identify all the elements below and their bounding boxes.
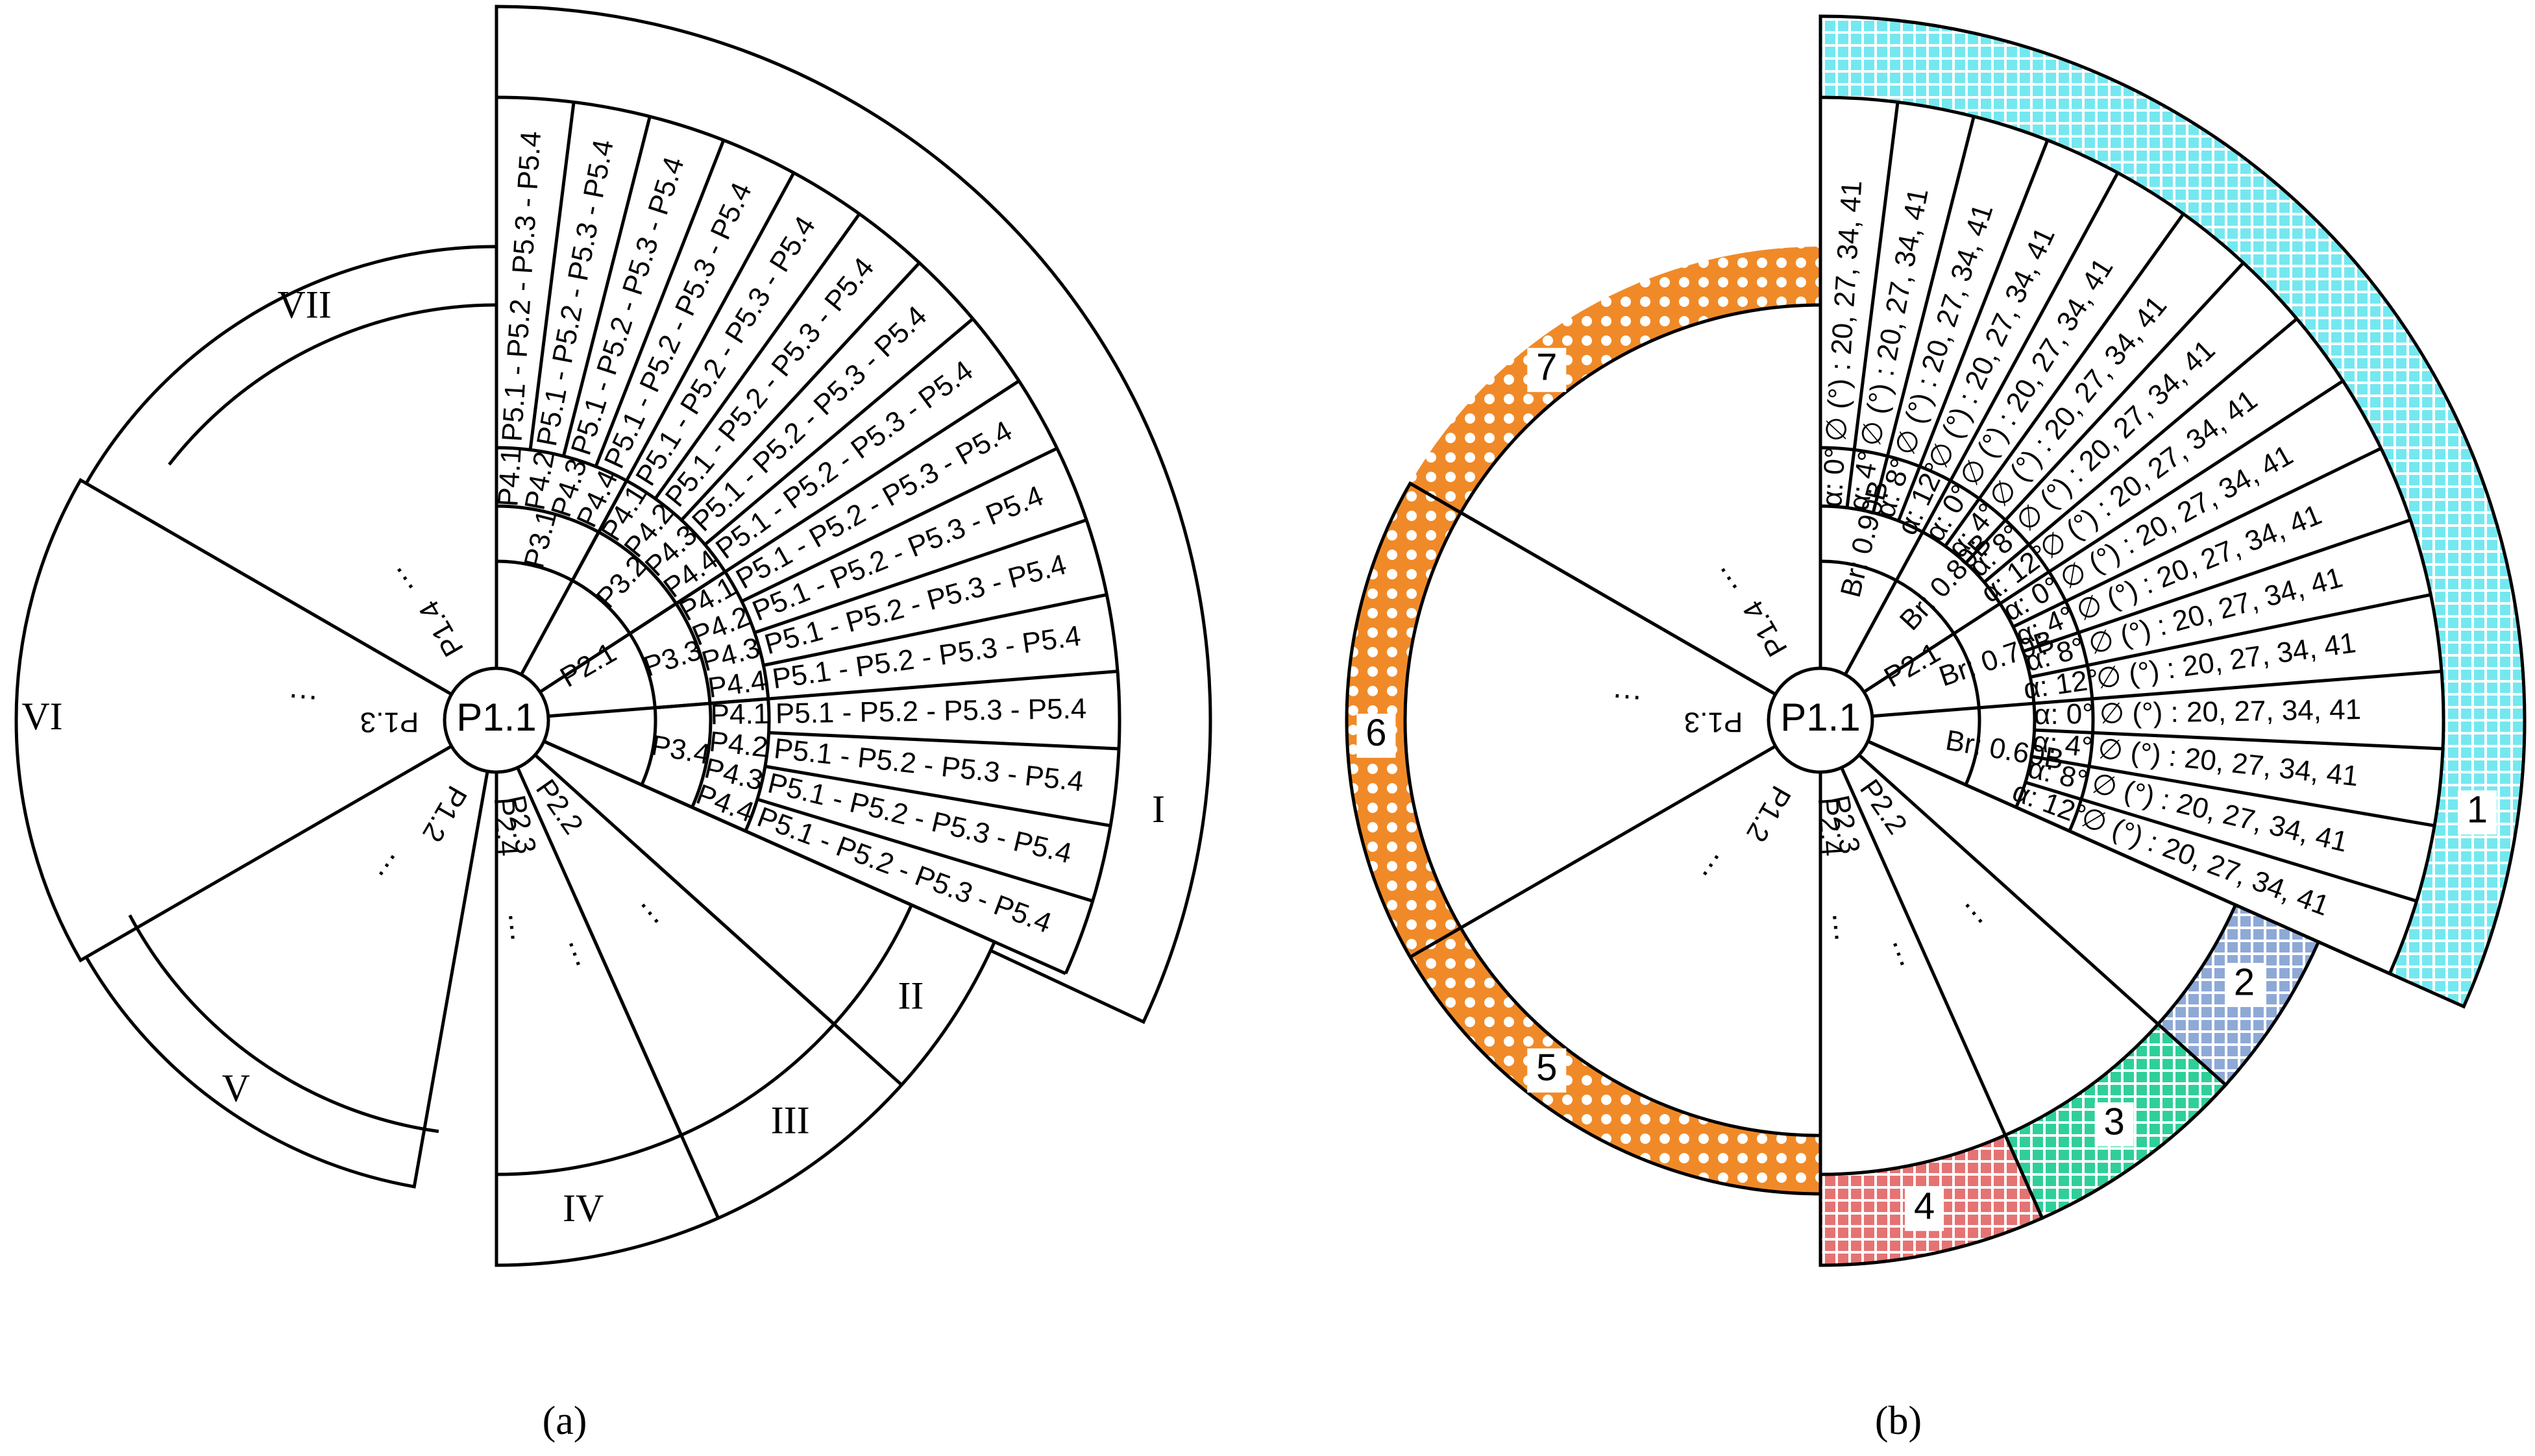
center-node xyxy=(1767,666,1874,774)
ellipsis: … xyxy=(501,909,539,943)
center-label: P1.1 xyxy=(456,696,536,739)
level4-label: α: 0° xyxy=(2034,698,2094,731)
level2-label: P2.4 xyxy=(488,797,524,858)
spoke-level4 xyxy=(1843,172,2120,675)
level4-label: P4.1 xyxy=(710,698,769,731)
group-label-4: 4 xyxy=(1914,1185,1935,1228)
spoke-level4 xyxy=(763,593,1107,667)
group-label-bg xyxy=(1356,713,1396,758)
panel-b-caption: (b) xyxy=(1875,1399,1922,1443)
spoke-level4 xyxy=(753,518,1087,635)
spoke-level4 xyxy=(2025,781,2418,903)
level5-label: P5.1 - P5.2 - P5.3 - P5.4 xyxy=(775,693,1086,730)
panel-a-diagram: P1.1P5.1 - P5.2 - P5.3 - P5.4P4.1P5.1 - … xyxy=(14,5,1212,1267)
spoke-level4 xyxy=(1863,380,2344,694)
spoke-level2 xyxy=(533,753,835,1026)
ellipsis: … xyxy=(286,686,319,723)
panel-b-diagram: P1.1∅ (°) : 20, 27, 34, 41α: 0°∅ (°) : 2… xyxy=(1345,14,2527,1267)
spoke-level2 xyxy=(1840,767,2007,1136)
group-label-bg xyxy=(2094,1102,2134,1147)
spoke-level4 xyxy=(1871,115,1976,513)
ellipsis: … xyxy=(1825,909,1863,943)
inner-arc-II-IV xyxy=(496,904,913,1176)
wedge-line-lower xyxy=(1409,718,1822,959)
spoke-level4 xyxy=(1872,670,2442,718)
group-label-bg xyxy=(1527,348,1567,393)
spoke-level4 xyxy=(594,140,726,467)
spoke-level4 xyxy=(528,102,576,450)
inner-arc-V xyxy=(128,914,439,1134)
spoke-level4 xyxy=(2029,593,2431,679)
group-label-bg xyxy=(2224,963,2264,1008)
wedge-line-upper xyxy=(1409,481,1822,722)
group-label-2: 2 xyxy=(2234,961,2255,1003)
sector-VII-outline xyxy=(84,245,498,723)
spoke-level3 xyxy=(655,697,768,710)
group-label-6: 6 xyxy=(1365,712,1386,754)
sector-label-3: III xyxy=(771,1099,810,1142)
spoke-level4 xyxy=(741,446,1058,603)
center-label: P1.1 xyxy=(1780,696,1860,739)
group-label-bg xyxy=(1905,1187,1944,1232)
level4-label: α: 0° xyxy=(1816,446,1852,508)
groups-2-4-inner xyxy=(1819,718,2238,1176)
level4-label: P4.1 xyxy=(492,447,528,507)
spoke-level4 xyxy=(2012,446,2382,629)
sector-label-5: V xyxy=(222,1067,250,1110)
spoke-level4 xyxy=(1845,102,1900,508)
spoke-level4 xyxy=(768,731,1120,751)
spoke-level2 xyxy=(516,767,683,1136)
spoke-level4 xyxy=(765,764,1111,828)
sector-label-6: VI xyxy=(21,695,62,738)
ellipsis: … xyxy=(1610,686,1643,723)
level2-label: P2.4 xyxy=(1812,797,1848,858)
inner-arc-VII xyxy=(167,303,497,466)
sector-VI-outline xyxy=(14,478,500,963)
level4-label: α: 4° xyxy=(2031,725,2094,764)
level1-label: P1.3 xyxy=(360,706,419,738)
spoke-level4 xyxy=(1896,140,2050,522)
spoke-level4 xyxy=(539,380,1020,694)
spoke-level2 xyxy=(1857,753,2159,1026)
spoke-level4 xyxy=(1867,740,2391,975)
sector-label-1: I xyxy=(1152,788,1165,831)
group-label-5: 5 xyxy=(1536,1047,1557,1089)
level5-label: ∅ (°) : 20, 27, 34, 41 xyxy=(2099,694,2361,730)
sectors-II-IV-outline xyxy=(495,718,997,1267)
spoke-level3 xyxy=(570,479,628,581)
group-label-7: 7 xyxy=(1536,346,1557,389)
sector-label-2: II xyxy=(898,974,924,1017)
group-label-bg xyxy=(2458,790,2497,835)
spoke-level4 xyxy=(1944,213,2185,548)
spoke-level3 xyxy=(629,570,726,635)
spoke-level4 xyxy=(2034,728,2443,751)
group-7-inner xyxy=(1458,303,1822,723)
spoke-level4 xyxy=(519,172,796,675)
spoke-level4 xyxy=(561,115,652,457)
group-label-bg xyxy=(1527,1048,1567,1093)
center-node xyxy=(443,666,550,774)
sector-label-7: VII xyxy=(278,283,332,326)
spoke-level4 xyxy=(680,261,921,522)
spoke-level4 xyxy=(1965,261,2245,564)
level1-label: P1.3 xyxy=(1684,706,1743,738)
spoke-level4 xyxy=(548,670,1118,718)
spoke-level4 xyxy=(2031,755,2435,828)
spoke-level4 xyxy=(2022,518,2411,653)
spoke-level4 xyxy=(654,213,861,500)
panel-a-caption: (a) xyxy=(543,1399,587,1443)
spoke-level4 xyxy=(757,797,1094,903)
group-label-3: 3 xyxy=(2103,1100,2124,1143)
spoke-level4 xyxy=(543,740,1067,975)
level4-label: P4.2 xyxy=(707,725,769,763)
spoke-level3 xyxy=(641,783,746,833)
sector-label-4: IV xyxy=(563,1187,604,1230)
spoke-level4 xyxy=(1983,317,2298,584)
group-label-1: 1 xyxy=(2467,789,2488,831)
spoke-level4 xyxy=(704,317,974,546)
